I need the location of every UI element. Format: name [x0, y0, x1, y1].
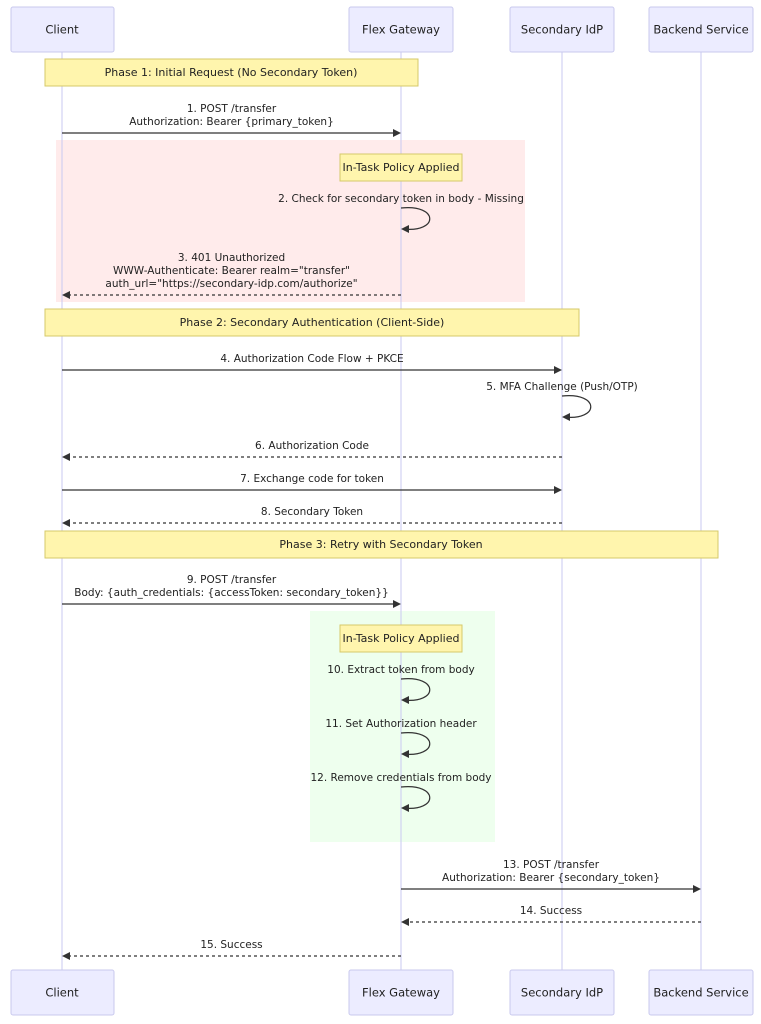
- message-label: 9. POST /transfer: [187, 574, 277, 586]
- message-line: [400, 207, 431, 230]
- actor-idp-bottom: Secondary IdP: [509, 969, 615, 1016]
- actor-label: Backend Service: [653, 986, 748, 1000]
- arrow-head: [554, 366, 562, 374]
- arrow-head: [554, 486, 562, 494]
- message-label: 13. POST /transfer: [503, 859, 600, 871]
- note-text: Phase 2: Secondary Authentication (Clien…: [180, 316, 445, 329]
- message-label: 6. Authorization Code: [255, 440, 369, 452]
- message-10: 10. Extract token from body: [327, 664, 475, 704]
- actor-label: Flex Gateway: [362, 986, 440, 1000]
- arrow-head: [401, 804, 409, 812]
- actor-label: Secondary IdP: [521, 23, 603, 37]
- note-policy-2: In-Task Policy Applied: [339, 624, 463, 653]
- message-label: 4. Authorization Code Flow + PKCE: [220, 353, 403, 365]
- message-label: Authorization: Bearer {primary_token}: [129, 116, 334, 128]
- actor-idp-top: Secondary IdP: [509, 6, 615, 53]
- note-text: In-Task Policy Applied: [343, 632, 460, 645]
- arrow-head: [693, 885, 701, 893]
- arrow-head: [62, 952, 70, 960]
- message-line: [400, 786, 431, 809]
- message-4: 4. Authorization Code Flow + PKCE: [62, 353, 562, 374]
- actor-client-bottom: Client: [10, 969, 115, 1016]
- message-label: Authorization: Bearer {secondary_token}: [442, 872, 660, 884]
- message-label: 5. MFA Challenge (Push/OTP): [486, 381, 638, 393]
- message-label: 2. Check for secondary token in body - M…: [278, 193, 524, 205]
- actor-backend-bottom: Backend Service: [648, 969, 754, 1016]
- arrow-head: [393, 600, 401, 608]
- message-15: 15. Success: [62, 939, 401, 960]
- note-phase2: Phase 2: Secondary Authentication (Clien…: [44, 308, 580, 337]
- message-line: [400, 732, 431, 755]
- message-2: 2. Check for secondary token in body - M…: [278, 193, 524, 233]
- note-policy-1: In-Task Policy Applied: [339, 153, 463, 182]
- message-12: 12. Remove credentials from body: [310, 772, 492, 812]
- message-line: [561, 395, 592, 418]
- message-label: 8. Secondary Token: [261, 506, 363, 518]
- message-label: auth_url="https://secondary-idp.com/auth…: [105, 278, 357, 290]
- actor-gateway-bottom: Flex Gateway: [348, 969, 454, 1016]
- message-label: 15. Success: [200, 939, 262, 951]
- message-5: 5. MFA Challenge (Push/OTP): [486, 381, 638, 421]
- message-label: 12. Remove credentials from body: [310, 772, 491, 784]
- message-7: 7. Exchange code for token: [62, 473, 562, 494]
- actor-client-top: Client: [10, 6, 115, 53]
- note-phase3: Phase 3: Retry with Secondary Token: [44, 530, 719, 559]
- actor-label: Client: [45, 986, 79, 1000]
- message-14: 14. Success: [401, 905, 701, 926]
- note-text: Phase 1: Initial Request (No Secondary T…: [105, 66, 358, 79]
- message-label: WWW-Authenticate: Bearer realm="transfer…: [113, 265, 350, 277]
- message-11: 11. Set Authorization header: [325, 718, 477, 758]
- arrow-head: [562, 413, 570, 421]
- message-6: 6. Authorization Code: [62, 440, 562, 461]
- message-label: 3. 401 Unauthorized: [178, 252, 285, 264]
- actor-label: Secondary IdP: [521, 986, 603, 1000]
- message-label: Body: {auth_credentials: {accessToken: s…: [74, 587, 388, 599]
- message-line: [400, 678, 431, 701]
- arrow-head: [401, 696, 409, 704]
- actor-label: Flex Gateway: [362, 23, 440, 37]
- actor-label: Client: [45, 23, 79, 37]
- message-label: 14. Success: [520, 905, 582, 917]
- note-text: In-Task Policy Applied: [343, 161, 460, 174]
- actor-backend-top: Backend Service: [648, 6, 754, 53]
- arrow-head: [62, 519, 70, 527]
- arrow-head: [401, 225, 409, 233]
- note-text: Phase 3: Retry with Secondary Token: [279, 538, 482, 551]
- message-label: 10. Extract token from body: [327, 664, 474, 676]
- arrow-head: [393, 129, 401, 137]
- arrow-head: [401, 750, 409, 758]
- actor-label: Backend Service: [653, 23, 748, 37]
- arrow-head: [62, 453, 70, 461]
- actor-gateway-top: Flex Gateway: [348, 6, 454, 53]
- message-label: 1. POST /transfer: [187, 103, 277, 115]
- message-label: 11. Set Authorization header: [325, 718, 477, 730]
- message-label: 7. Exchange code for token: [240, 473, 384, 485]
- note-phase1: Phase 1: Initial Request (No Secondary T…: [44, 58, 419, 87]
- arrow-head: [62, 291, 70, 299]
- message-8: 8. Secondary Token: [62, 506, 562, 527]
- arrow-head: [401, 918, 409, 926]
